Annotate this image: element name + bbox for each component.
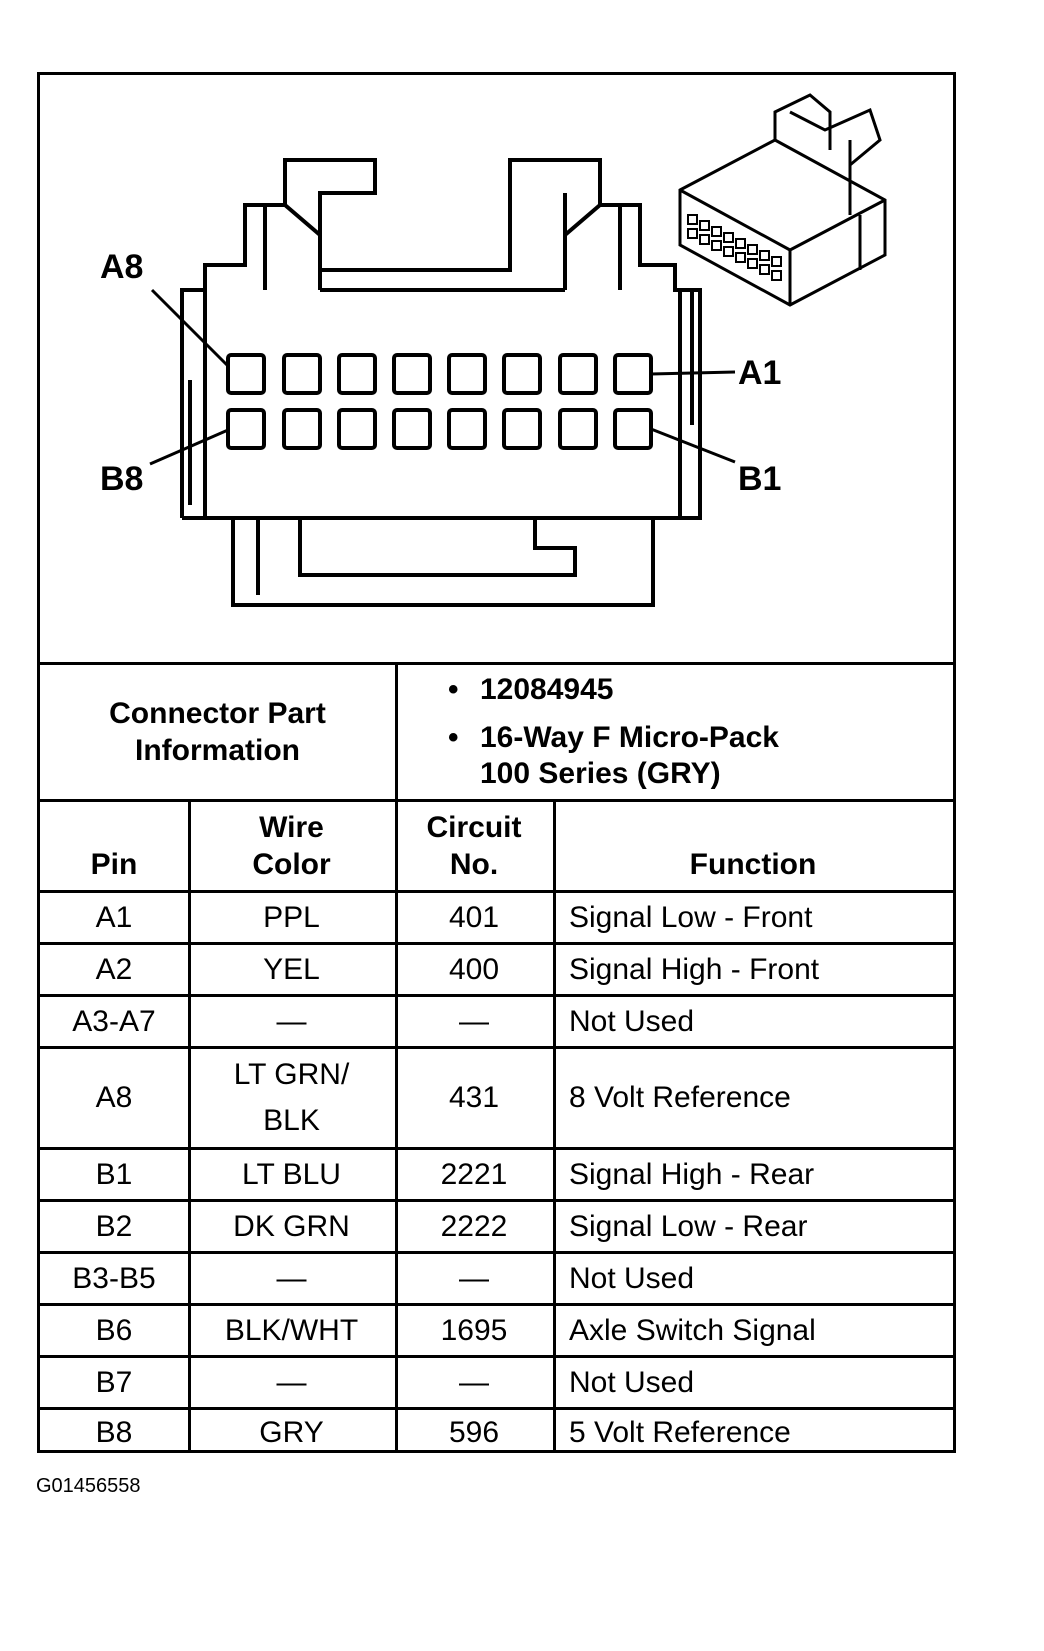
wire-color-line1: LT GRN/ xyxy=(233,1058,350,1091)
row-b-cavities xyxy=(226,408,653,450)
function-cell: Signal Low - Rear xyxy=(553,1202,953,1254)
pin-cell: B8 xyxy=(40,1410,191,1450)
function-cell: 8 Volt Reference xyxy=(553,1049,953,1150)
part-info-label-line1: Connector Part xyxy=(109,697,326,730)
circuit-cell: 2222 xyxy=(395,1202,556,1254)
pin-cell: A3-A7 xyxy=(40,997,191,1049)
wire-color-cell: LT GRN/ BLK xyxy=(188,1049,398,1150)
header-pin: Pin xyxy=(40,802,191,893)
pin-cell: B6 xyxy=(40,1306,191,1358)
function-cell: Not Used xyxy=(553,997,953,1049)
a1-label: A1 xyxy=(738,354,781,392)
row-a-cavities xyxy=(226,353,653,395)
a8-leader xyxy=(150,288,230,368)
diagram-frame xyxy=(37,72,956,1453)
pin-cell: B7 xyxy=(40,1358,191,1410)
wire-color-cell: YEL xyxy=(188,945,398,997)
function-cell: Signal High - Front xyxy=(553,945,953,997)
header-wire-line2: Color xyxy=(252,848,331,881)
pin-cell: A2 xyxy=(40,945,191,997)
header-circuit-no: Circuit No. xyxy=(395,802,556,893)
header-circuit-line2: No. xyxy=(449,848,499,881)
wire-color-line2: BLK xyxy=(263,1104,320,1137)
figure-id: G01456558 xyxy=(36,1475,141,1497)
wire-color-cell: — xyxy=(188,1358,398,1410)
wire-color-cell: DK GRN xyxy=(188,1202,398,1254)
pin-cell: A8 xyxy=(40,1049,191,1150)
function-cell: Signal High - Rear xyxy=(553,1150,953,1202)
bullet-icon: • xyxy=(448,673,459,706)
b8-leader xyxy=(149,428,229,466)
connector-body xyxy=(180,158,702,520)
function-cell: 5 Volt Reference xyxy=(569,1416,791,1449)
connector-face-drawing: A8 A1 B8 B1 xyxy=(100,93,887,607)
wire-color-cell: — xyxy=(188,1254,398,1306)
b1-leader xyxy=(650,427,736,464)
header-function: Function xyxy=(553,802,953,893)
connector-type: 16-Way F Micro-Pack xyxy=(480,721,779,754)
header-circuit-line1: Circuit xyxy=(426,811,522,844)
circuit-cell: 400 xyxy=(395,945,556,997)
circuit-cell: — xyxy=(395,997,556,1049)
connector-part-info-label: Connector Part Information xyxy=(40,662,398,802)
connector-isometric-sketch xyxy=(678,93,887,307)
b1-label: B1 xyxy=(738,460,781,498)
connector-series: 100 Series (GRY) xyxy=(480,757,721,790)
circuit-cell: 431 xyxy=(395,1049,556,1150)
function-cell: Signal Low - Front xyxy=(553,893,953,945)
part-info-label-line2: Information xyxy=(135,734,300,767)
a8-label: A8 xyxy=(100,248,143,286)
circuit-cell: 1695 xyxy=(395,1306,556,1358)
wire-color-cell: LT BLU xyxy=(188,1150,398,1202)
wire-color-cell: BLK/WHT xyxy=(188,1306,398,1358)
pin-cell: B1 xyxy=(40,1150,191,1202)
pin-cell: B2 xyxy=(40,1202,191,1254)
part-number: 12084945 xyxy=(480,673,614,706)
wire-color-cell: GRY xyxy=(188,1410,398,1450)
wire-color-cell: — xyxy=(188,997,398,1049)
circuit-cell: — xyxy=(395,1358,556,1410)
function-cell: Not Used xyxy=(553,1358,953,1410)
pin-cell: B3-B5 xyxy=(40,1254,191,1306)
a1-leader xyxy=(650,370,736,376)
wire-color-cell: PPL xyxy=(188,893,398,945)
bullet-icon: • xyxy=(448,721,459,754)
connector-part-info-value xyxy=(395,662,953,802)
function-cell: Not Used xyxy=(553,1254,953,1306)
b8-label: B8 xyxy=(100,460,143,498)
header-wire-line1: Wire xyxy=(259,811,324,844)
header-wire-color: Wire Color xyxy=(188,802,398,893)
circuit-cell: 596 xyxy=(395,1410,556,1450)
circuit-cell: 401 xyxy=(395,893,556,945)
pin-cell: A1 xyxy=(40,893,191,945)
circuit-cell: 2221 xyxy=(395,1150,556,1202)
circuit-cell: — xyxy=(395,1254,556,1306)
function-cell: Axle Switch Signal xyxy=(553,1306,953,1358)
